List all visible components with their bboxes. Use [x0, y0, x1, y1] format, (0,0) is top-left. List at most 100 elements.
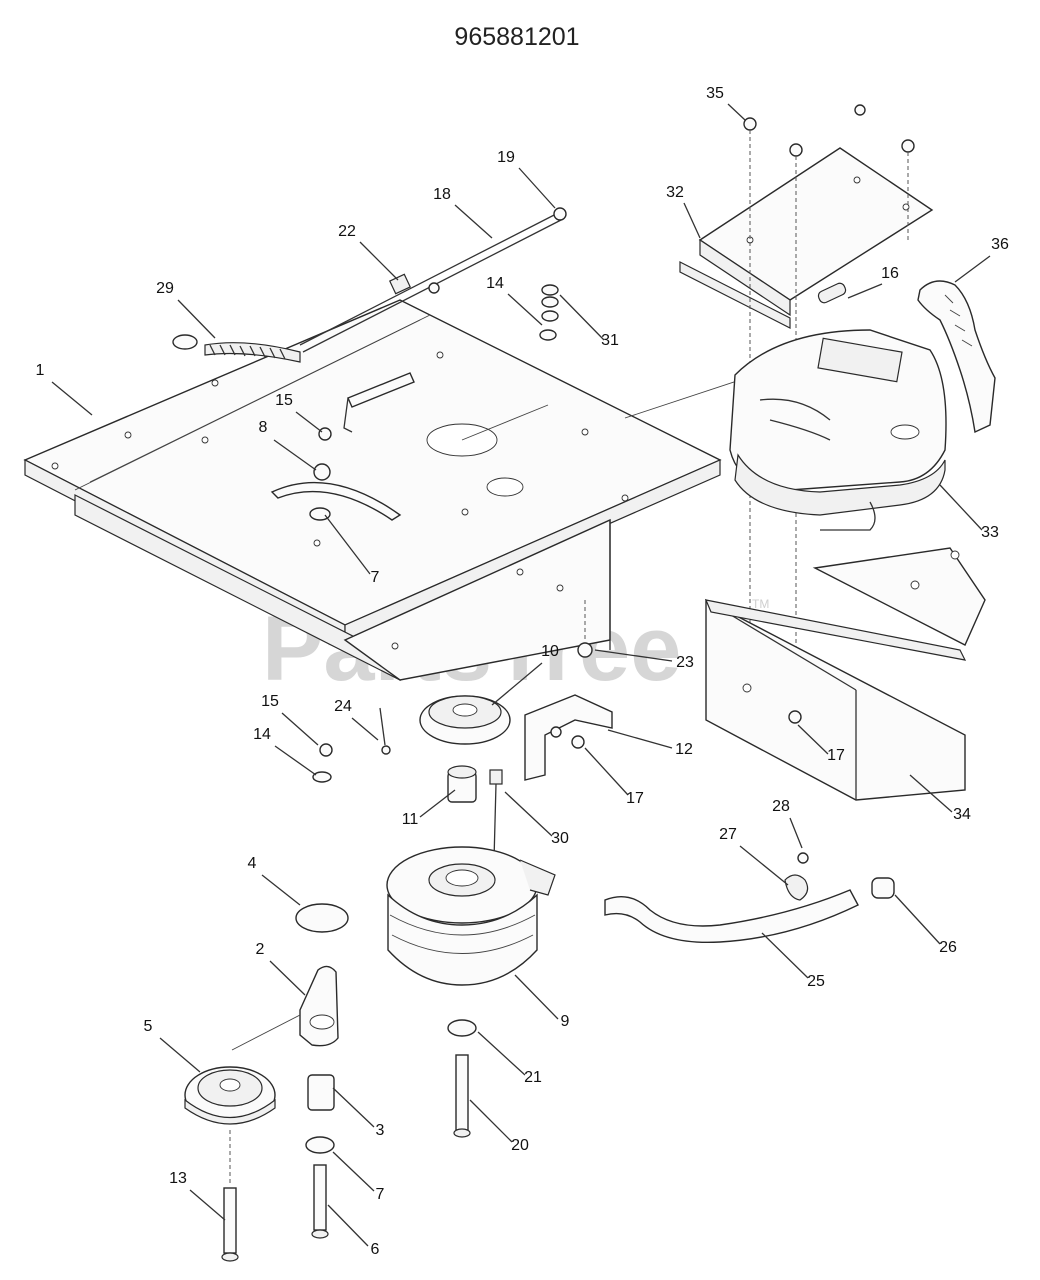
part-7-washer-lower	[305, 1136, 335, 1154]
callout-leader-line	[909, 774, 953, 813]
callout-leader-line	[177, 299, 216, 339]
callout-leader-line	[273, 439, 317, 471]
callout-leader-line	[359, 241, 399, 281]
part-5-pulley	[184, 1066, 276, 1125]
part-16-pin	[817, 282, 847, 304]
callout-leader-line	[327, 1204, 369, 1247]
callout-label: 32	[666, 184, 684, 201]
callout-leader-line	[797, 724, 829, 755]
callout-label: 12	[675, 741, 693, 758]
callout-13: 13	[169, 1170, 226, 1221]
callout-label: 15	[275, 392, 293, 409]
callout-leader-line	[332, 1151, 375, 1192]
callout-15: 15	[275, 392, 323, 433]
callout-label: 22	[338, 223, 356, 240]
part-15-nut	[318, 427, 332, 441]
callout-leader-line	[514, 974, 559, 1020]
part-17-nut-right	[788, 710, 802, 724]
callout-label: 7	[376, 1186, 385, 1203]
callout-16: 16	[847, 265, 899, 299]
part-3-bushing	[307, 1074, 335, 1111]
callout-25: 25	[761, 932, 825, 990]
callout-12: 12	[607, 729, 693, 758]
rod-collar	[428, 282, 440, 294]
callout-leader-line	[518, 167, 556, 209]
callout-label: 17	[626, 790, 644, 807]
callout-label: 3	[376, 1122, 385, 1139]
callout-19: 19	[497, 149, 556, 209]
callout-label: 20	[511, 1137, 529, 1154]
callout-label: 28	[772, 798, 790, 815]
callout-label: 23	[676, 654, 694, 671]
callout-6: 6	[327, 1204, 380, 1258]
callout-14b: 14	[253, 726, 317, 776]
callout-3: 3	[332, 1087, 385, 1139]
callout-leader-line	[351, 717, 379, 741]
callout-leader-line	[894, 894, 941, 945]
callout-label: 24	[334, 698, 352, 715]
callout-label: 26	[939, 939, 957, 956]
diagram-title: 965881201	[454, 23, 579, 51]
callout-leader-line	[269, 960, 306, 996]
callout-label: 15	[261, 693, 279, 710]
callout-label: 18	[433, 186, 451, 203]
part-14-washer-left	[312, 771, 332, 783]
callout-label: 6	[371, 1241, 380, 1258]
callout-28: 28	[772, 798, 803, 849]
callout-leader-line	[761, 932, 809, 979]
callout-7b: 7	[332, 1151, 385, 1203]
callout-leader-line	[419, 789, 456, 818]
callout-14: 14	[486, 275, 543, 326]
callout-leader-line	[159, 1037, 201, 1073]
callout-1: 1	[36, 362, 93, 416]
callout-17b: 17	[797, 724, 845, 764]
callout-leader-line	[507, 293, 543, 326]
callout-label: 14	[486, 275, 504, 292]
callout-leader-line	[274, 745, 317, 776]
callout-7: 7	[324, 514, 380, 586]
part-19-nut	[553, 207, 567, 221]
part-33-tank	[729, 329, 947, 531]
callout-label: 7	[371, 569, 380, 586]
callout-29: 29	[156, 280, 216, 339]
callout-34: 34	[909, 774, 971, 823]
callout-2: 2	[256, 941, 306, 996]
callout-20: 20	[469, 1099, 529, 1154]
callout-leader-line	[584, 747, 629, 796]
callout-leader-line	[594, 649, 673, 662]
callout-label: 36	[991, 236, 1009, 253]
callout-11: 11	[402, 789, 456, 828]
callout-35: 35	[706, 85, 746, 121]
callout-label: 25	[807, 973, 825, 990]
callout-32: 32	[666, 184, 701, 239]
part-26-fitting	[871, 877, 895, 899]
callout-leader-line	[789, 817, 803, 849]
callout-27: 27	[719, 826, 789, 886]
watermark-trademark: TM	[752, 597, 769, 611]
callout-label: 31	[601, 332, 619, 349]
part-22-clip	[388, 273, 412, 295]
callout-label: 8	[259, 419, 268, 436]
part-1-frame-plate	[23, 299, 722, 681]
callout-leader-line	[324, 514, 371, 575]
part-9-clutch	[386, 846, 556, 986]
callout-label: 5	[144, 1018, 153, 1035]
callout-4: 4	[248, 855, 301, 906]
part-6-bolt	[311, 1164, 329, 1239]
callout-leader-line	[739, 845, 789, 886]
callout-10: 10	[491, 643, 559, 706]
part-13-bolt	[221, 1130, 239, 1262]
callout-leader-line	[607, 729, 673, 749]
callout-5: 5	[144, 1018, 201, 1073]
part-28-screw	[797, 852, 809, 864]
frame-slot-bracket	[343, 372, 415, 433]
callout-label: 1	[36, 362, 45, 379]
part-4-washer	[295, 903, 349, 933]
callout-leader-line	[261, 874, 301, 906]
callout-leader-line	[295, 411, 323, 433]
callout-leader-line	[939, 484, 983, 531]
part-8-bushing	[313, 463, 331, 481]
callout-leader-line	[281, 712, 319, 746]
